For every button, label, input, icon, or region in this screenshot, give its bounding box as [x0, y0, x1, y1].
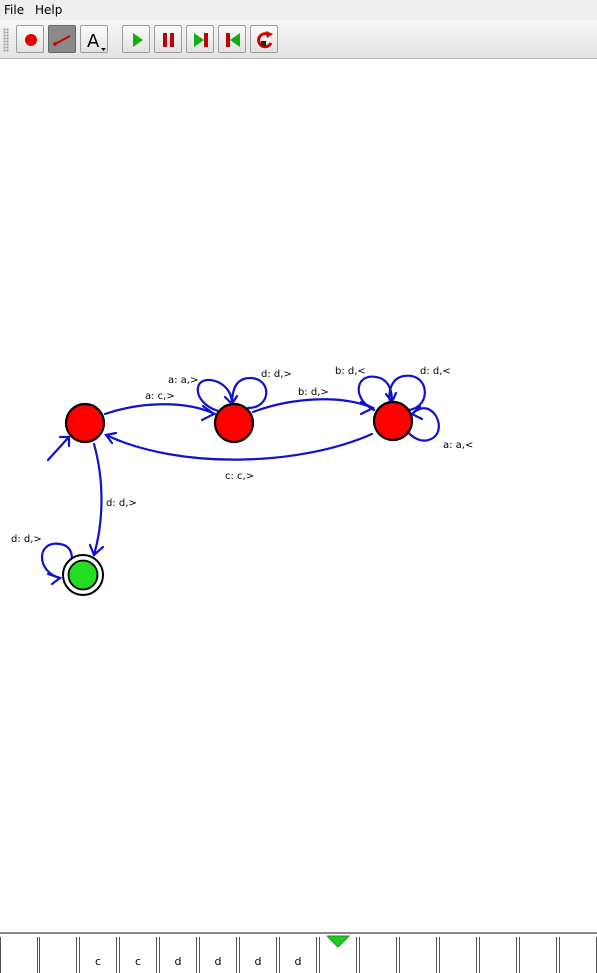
label-q0-q3: d: d,> [106, 498, 137, 509]
pause-icon [163, 33, 174, 47]
run-button[interactable] [122, 25, 150, 53]
step-back-button[interactable] [218, 25, 246, 53]
label-q3-loop: d: d,> [11, 534, 42, 545]
tape-cell[interactable] [559, 937, 597, 973]
label-q1-loop-a: a: a,> [168, 375, 198, 386]
circle-icon [25, 34, 37, 46]
menu-file[interactable]: File [4, 3, 25, 17]
state-q0 [64, 402, 106, 444]
state-q2 [372, 400, 414, 442]
menu-bar: File Help [0, 0, 597, 20]
reset-button[interactable] [250, 25, 278, 53]
loop-q2-a [403, 407, 440, 442]
diagram-canvas[interactable]: a: c,> a: a,> d: d,> b: d,> b: d,< d: d,… [0, 59, 597, 932]
tape-cell[interactable] [439, 937, 477, 973]
label-q2-q0: c: c,> [225, 471, 254, 482]
label-q2-loop-a: a: a,< [443, 440, 473, 451]
step-forward-icon [194, 33, 208, 47]
toolbar-grip[interactable] [3, 28, 9, 52]
tape-head-icon [327, 935, 351, 948]
state-diagram: a: c,> a: a,> d: d,> b: d,> b: d,< d: d,… [11, 366, 473, 596]
edge-q1-q2 [251, 398, 375, 414]
state-q3 [67, 559, 99, 591]
tape-cell[interactable] [39, 937, 77, 973]
menu-help[interactable]: Help [35, 3, 63, 17]
tape-cell[interactable]: c [79, 937, 117, 973]
label-q2-loop-b: b: d,< [335, 366, 366, 377]
text-a-icon: A [87, 31, 106, 52]
reset-icon [257, 31, 273, 49]
pause-button[interactable] [154, 25, 182, 53]
transition-tool-button[interactable] [48, 25, 76, 53]
tape-cell[interactable] [359, 937, 397, 973]
text-tool-button[interactable]: A [80, 25, 108, 53]
edge-q0-q1 [103, 403, 217, 416]
edge-q2-q0 [104, 432, 374, 461]
label-q0-q1: a: c,> [145, 391, 175, 402]
svg-text:A: A [87, 31, 100, 52]
step-back-icon [226, 33, 240, 47]
loop-q2-d [388, 374, 426, 412]
toolbar: A [0, 20, 597, 59]
tape-cell[interactable]: d [159, 937, 197, 973]
tape-cell[interactable]: d [239, 937, 277, 973]
loop-q3 [40, 542, 73, 580]
label-q1-loop-d: d: d,> [261, 369, 292, 380]
loop-q2-b [357, 375, 394, 412]
tape-cell[interactable] [479, 937, 517, 973]
tape-cell[interactable] [519, 937, 557, 973]
arrow-line-icon [53, 35, 71, 46]
state-q1 [213, 402, 255, 444]
play-icon [133, 33, 143, 47]
loop-q1-d [230, 376, 268, 410]
edge-q0-q3 [92, 442, 103, 557]
tape-cell[interactable]: d [199, 937, 237, 973]
tape: c c d d d d [0, 932, 597, 973]
tape-cell[interactable]: d [279, 937, 317, 973]
label-q2-loop-d: d: d,< [420, 366, 451, 377]
tape-cell[interactable] [399, 937, 437, 973]
loop-q1-a [196, 379, 234, 413]
tape-cell[interactable]: c [119, 937, 157, 973]
tape-cell[interactable] [0, 937, 38, 973]
step-forward-button[interactable] [186, 25, 214, 53]
start-arrow [46, 436, 70, 462]
label-q1-q2: b: d,> [298, 387, 329, 398]
state-tool-button[interactable] [16, 25, 44, 53]
